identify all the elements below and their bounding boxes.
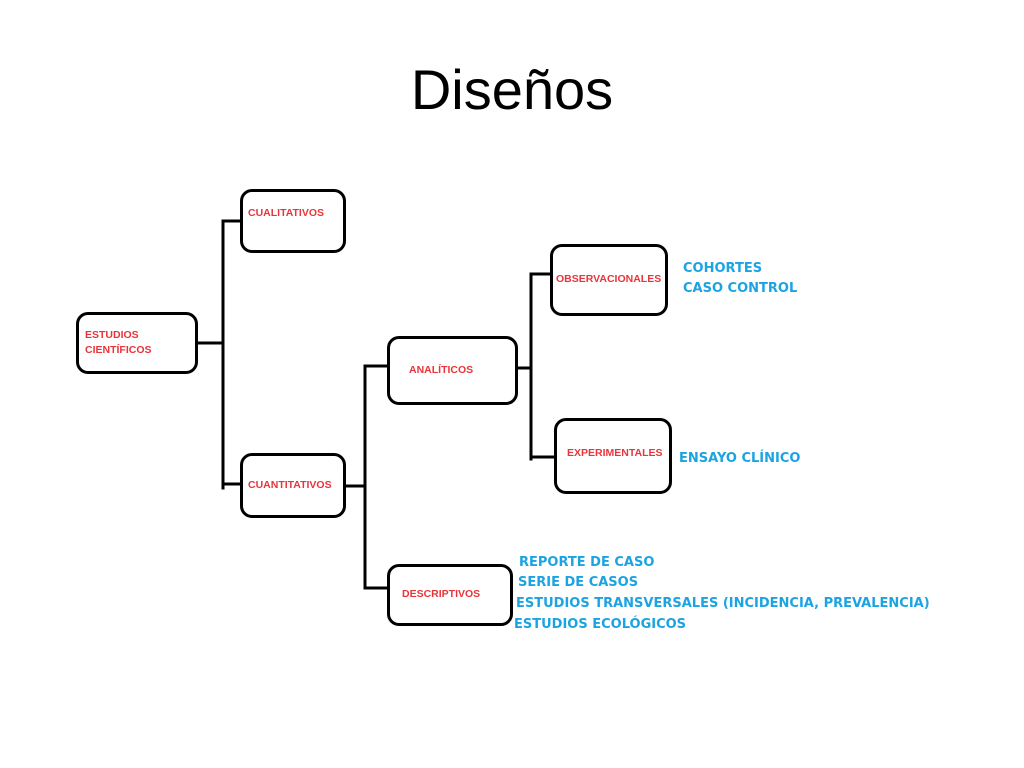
node-root-line2: CIENTÍFICOS <box>85 344 152 356</box>
node-descriptivos-label: DESCRIPTIVOS <box>402 588 481 601</box>
page-title: Diseños <box>410 58 614 121</box>
node-estudios-cientificos: ESTUDIOS CIENTÍFICOS <box>76 312 198 374</box>
node-descriptivos: DESCRIPTIVOS <box>387 564 513 626</box>
node-observacionales: OBSERVACIONALES <box>550 244 668 316</box>
leaf-cohortes: COHORTES <box>683 261 763 276</box>
leaf-serie-de-casos: SERIE DE CASOS <box>518 575 639 590</box>
leaf-reporte-de-caso: REPORTE DE CASO <box>519 555 655 570</box>
node-cualitativos-label: CUALITATIVOS <box>248 207 325 220</box>
leaf-caso-control: CASO CONTROL <box>683 281 798 296</box>
node-cuantitativos-label: CUANTITATIVOS <box>248 478 332 491</box>
leaf-estudios-ecologicos: ESTUDIOS ECOLÓGICOS <box>514 617 687 632</box>
leaf-ensayo-clinico: ENSAYO CLÍNICO <box>679 451 801 466</box>
node-root-line1: ESTUDIOS <box>85 328 139 341</box>
node-observacionales-label: OBSERVACIONALES <box>556 273 662 286</box>
node-analiticos-label: ANALÍTICOS <box>409 363 474 376</box>
leaf-estudios-transversales: ESTUDIOS TRANSVERSALES (INCIDENCIA, PREV… <box>516 596 930 611</box>
node-cualitativos: CUALITATIVOS <box>240 189 346 253</box>
node-analiticos: ANALÍTICOS <box>387 336 518 405</box>
node-experimentales-label: EXPERIMENTALES <box>567 447 663 460</box>
node-cuantitativos: CUANTITATIVOS <box>240 453 346 518</box>
node-experimentales: EXPERIMENTALES <box>554 418 672 494</box>
